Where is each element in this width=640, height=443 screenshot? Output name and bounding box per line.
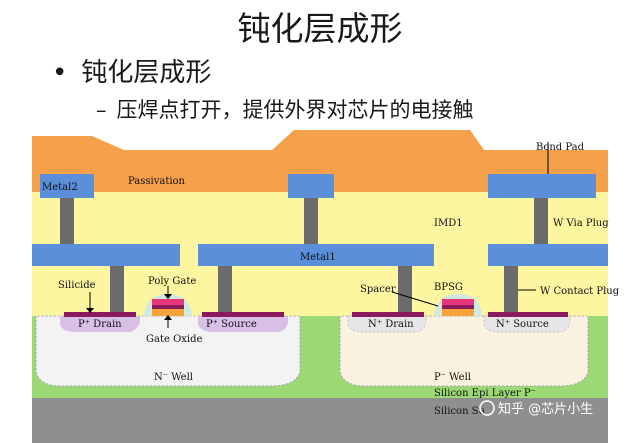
- w-contact-plug-2: [218, 266, 232, 312]
- label-n-source: N⁺ Source: [496, 319, 549, 330]
- n-well: [35, 315, 301, 387]
- silicide-n-drain: [352, 312, 424, 317]
- silicide-arrow: [86, 308, 94, 313]
- label-bpsg: BPSG: [434, 282, 463, 293]
- w-via-plug-1: [60, 198, 74, 244]
- label-n-well: N⁻ Well: [154, 372, 193, 383]
- label-passivation: Passivation: [128, 176, 186, 187]
- watermark-text: 知乎 @芯片小生: [498, 401, 593, 417]
- slide-title: 钝化层成形: [237, 9, 403, 48]
- label-p-drain: P⁺ Drain: [78, 319, 122, 330]
- bullet-level-1: • 钝化层成形: [52, 52, 211, 89]
- metal2-segment-1: [40, 174, 94, 198]
- gate-oxide-arrow: [164, 315, 172, 320]
- metal2-bond-pad: [488, 174, 596, 198]
- silicide-n-source: [488, 312, 568, 317]
- n-plus-drain-region: [347, 315, 427, 333]
- p-plus-source-region: [198, 316, 288, 332]
- label-imd1: IMD1: [434, 218, 463, 229]
- metal1-segment-2: [198, 244, 434, 266]
- label-poly-gate: Poly Gate: [148, 276, 196, 287]
- bullet-1-text: 钝化层成形: [81, 58, 212, 88]
- metal2-segment-2: [288, 174, 334, 198]
- w-via-plug-3: [534, 198, 548, 244]
- label-epi-layer: Silicon Epi Layer P⁻: [434, 388, 536, 399]
- gate-oxide-pmos: [152, 309, 184, 316]
- n-plus-source-region: [483, 315, 571, 333]
- label-metal1: Metal1: [300, 252, 336, 263]
- silicon-substrate: [32, 398, 608, 443]
- bullet-level-2: –压焊点打开，提供外界对芯片的电接触: [96, 94, 474, 124]
- silicide-p-source: [202, 312, 284, 317]
- bullet-dot: •: [52, 58, 68, 88]
- w-contact-plug-4: [504, 266, 518, 312]
- poly-gate-pmos: [152, 299, 184, 305]
- p-plus-drain-region: [60, 316, 140, 332]
- w-contact-plug-3: [398, 266, 412, 312]
- watermark-logo-icon: [479, 400, 495, 416]
- label-substrate: Silicon Su: [434, 406, 486, 417]
- metal1-segment-1: [32, 244, 180, 266]
- w-contact-plug-1: [110, 266, 124, 312]
- label-p-source: P⁺ Source: [206, 319, 257, 330]
- spacer-leader: [391, 291, 439, 307]
- label-metal2: Metal2: [42, 182, 78, 193]
- label-w-via-plug: W Via Plug: [553, 218, 609, 229]
- bullet-2-text: 压焊点打开，提供外界对芯片的电接触: [116, 98, 474, 122]
- label-bond-pad: Bond Pad: [536, 142, 585, 153]
- label-n-drain: N⁺ Drain: [368, 319, 414, 330]
- w-via-plug-2: [304, 198, 318, 244]
- gate-silicide-nmos: [442, 305, 474, 309]
- label-spacer: Spacer: [360, 284, 396, 295]
- bpsg-fill-left: [32, 268, 340, 312]
- p-well: [339, 315, 589, 387]
- label-p-well: P⁻ Well: [434, 372, 471, 383]
- gate-silicide-pmos: [152, 305, 184, 309]
- label-w-contact-plug: W Contact Plug: [540, 286, 620, 297]
- bullet-dash: –: [96, 98, 107, 122]
- passivation-layer: [32, 130, 608, 192]
- gate-oxide-nmos: [442, 309, 474, 316]
- silicide-p-drain: [64, 312, 136, 317]
- label-silicide: Silicide: [58, 280, 96, 291]
- metal1-segment-3: [488, 244, 608, 266]
- poly-gate-arrow: [164, 294, 172, 299]
- label-gate-oxide: Gate Oxide: [146, 334, 203, 345]
- poly-gate-nmos: [442, 299, 474, 305]
